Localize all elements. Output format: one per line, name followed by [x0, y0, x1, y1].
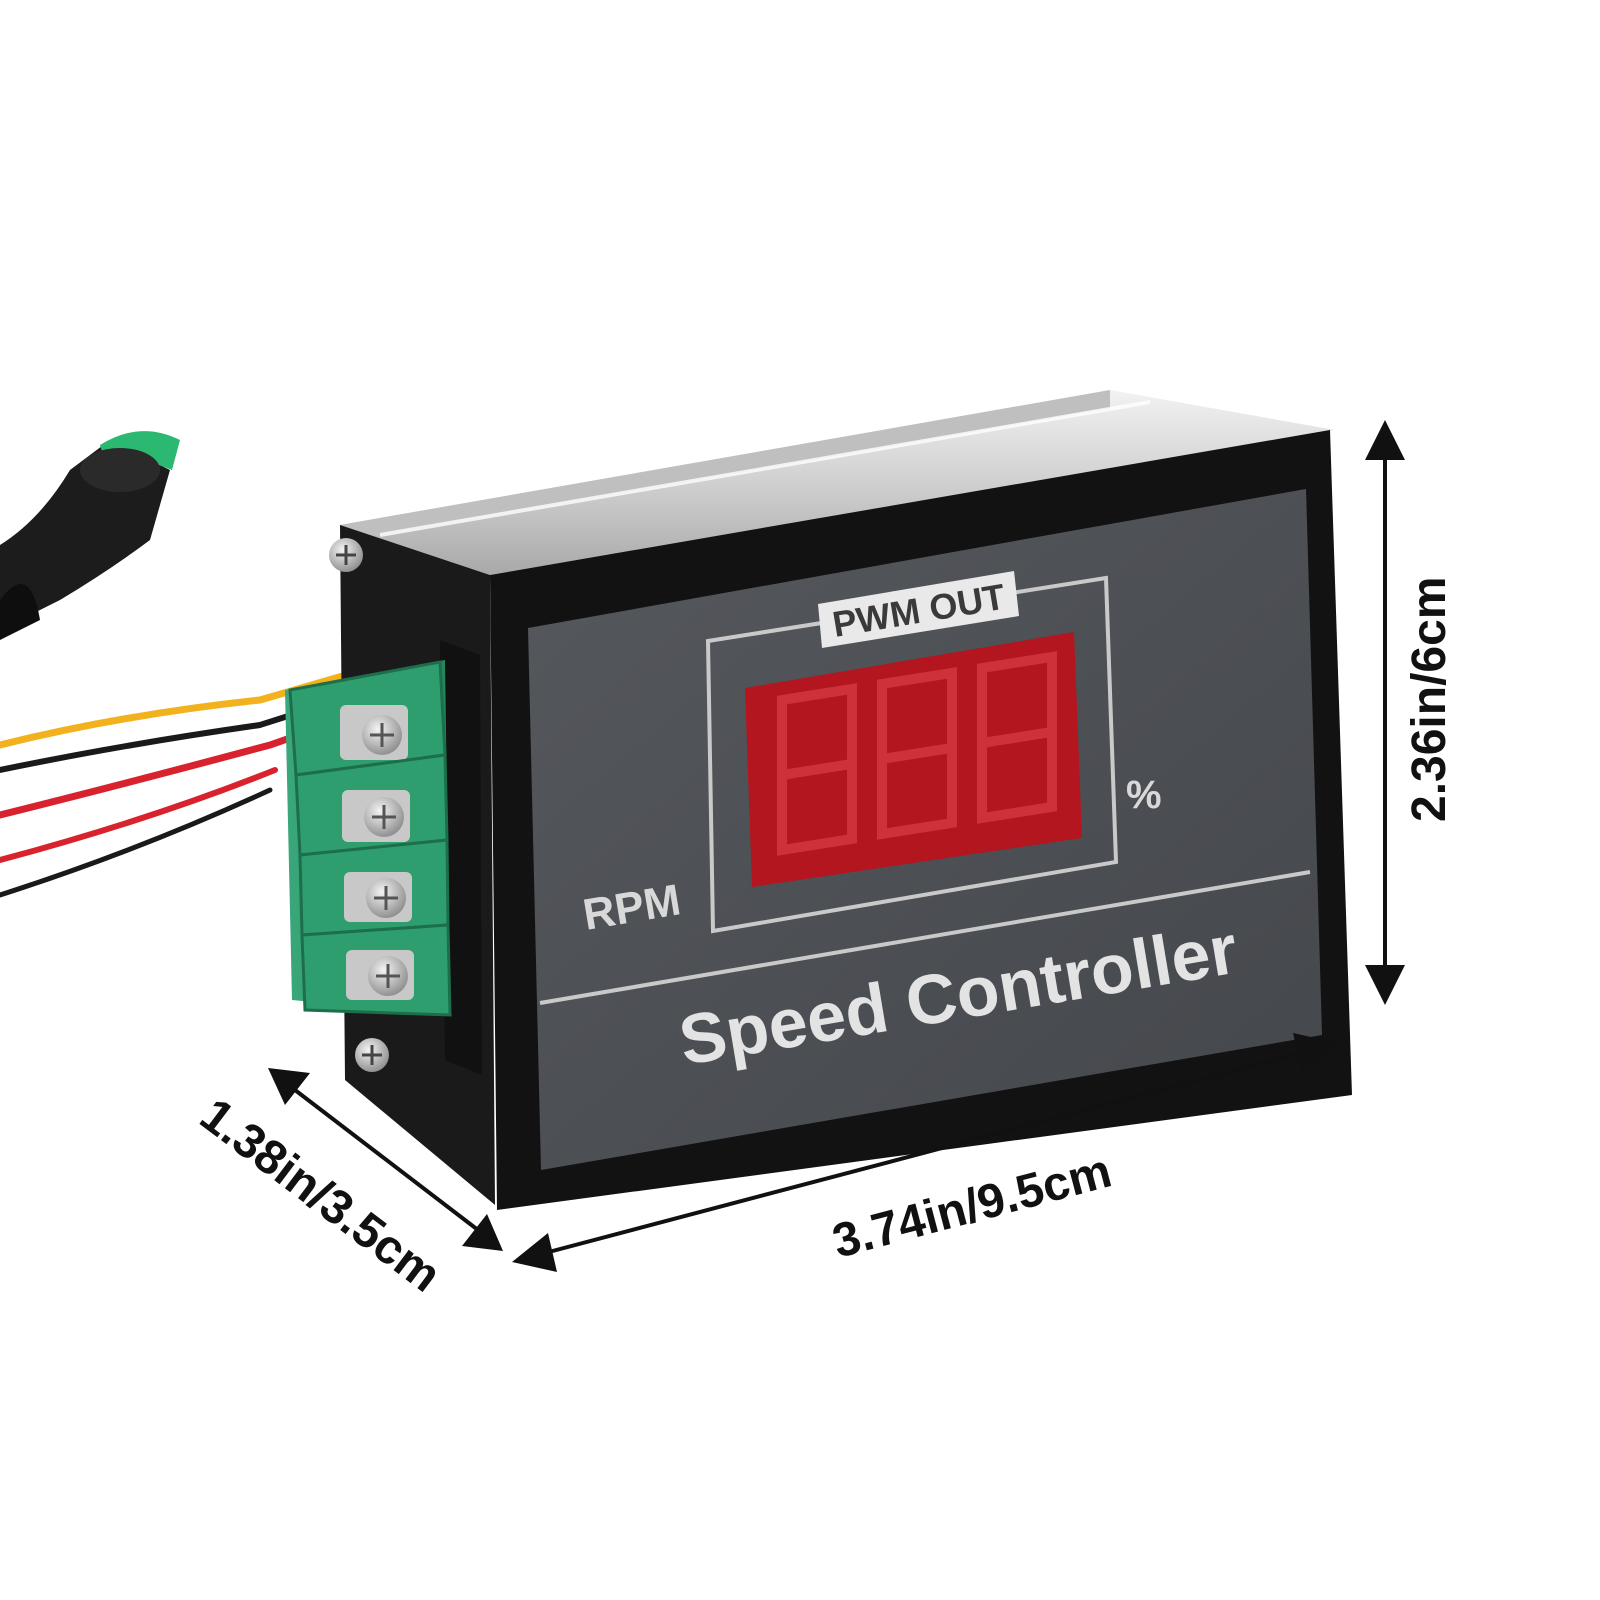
switch-knob	[0, 431, 180, 640]
terminal-3	[298, 838, 450, 937]
height-label: 2.36in/6cm	[1403, 577, 1456, 822]
terminal-block	[285, 660, 452, 1017]
led-readout: 888	[0, 0, 2, 1]
arrow-down-icon	[1365, 965, 1405, 1005]
screw-bottom	[355, 1038, 389, 1072]
heatsink	[340, 390, 1335, 575]
arrow-left-icon	[512, 1233, 557, 1272]
arrow-downright-icon	[462, 1214, 503, 1251]
led-digits	[777, 651, 1057, 856]
wire-bundle	[0, 664, 374, 898]
arrow-up-icon	[1365, 420, 1405, 460]
arrow-upleft-icon	[268, 1068, 310, 1105]
screw-top	[329, 538, 363, 572]
arrow-right-icon	[1293, 1033, 1338, 1072]
percent-label: %	[1126, 773, 1162, 817]
terminal-4	[300, 923, 452, 1017]
faceplate-divider	[539, 870, 1311, 1005]
width-label: 3.74in/9.5cm	[827, 1144, 1117, 1268]
height-dimension: 2.36in/6cm	[1365, 420, 1456, 1005]
terminal-1	[288, 660, 447, 777]
